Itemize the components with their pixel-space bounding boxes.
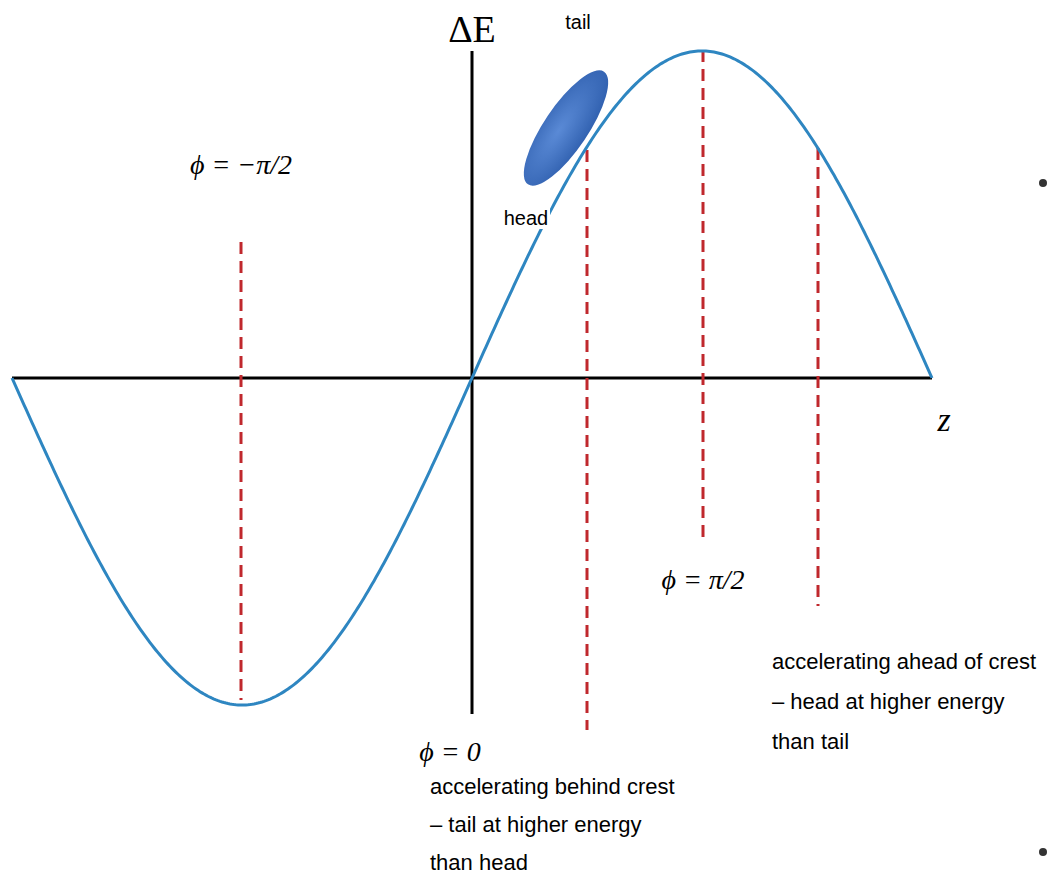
bunch-label: tail (563, 11, 593, 33)
annotation-note: accelerating ahead of crest – head at hi… (772, 642, 1040, 762)
phase-marker (702, 50, 705, 540)
bullet-dot (1039, 848, 1047, 856)
axis-label: z (935, 401, 952, 438)
annotation-note: accelerating behind crest – tail at high… (430, 768, 675, 882)
phase-label: ϕ = π/2 (659, 565, 746, 596)
rf-waveform (12, 51, 932, 705)
bullet-dot (1039, 179, 1047, 187)
phase-label: ϕ = 0 (417, 737, 482, 768)
phase-marker (817, 148, 820, 606)
particle-bunch (510, 59, 623, 196)
phase-marker (586, 150, 589, 730)
bunch-label: head (502, 207, 551, 229)
phase-label: ϕ = −π/2 (188, 150, 294, 181)
axis-label: ΔE (446, 9, 498, 51)
phase-marker (240, 242, 243, 700)
